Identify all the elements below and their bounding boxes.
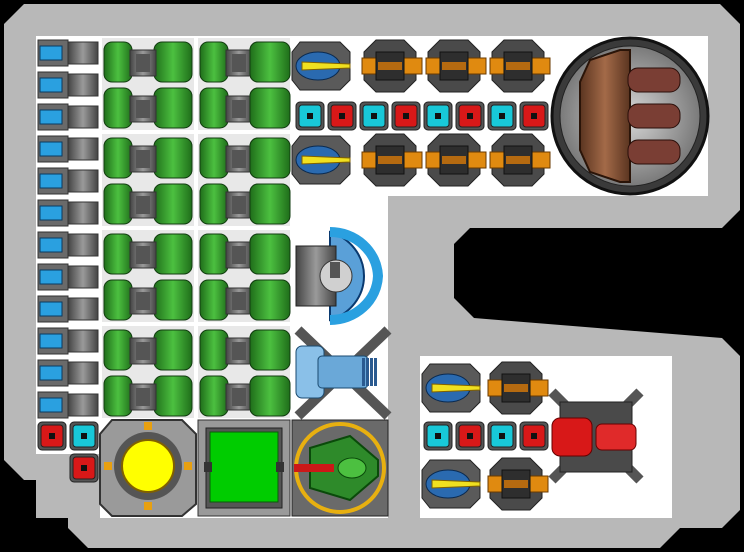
ammo-cell-icon[interactable] bbox=[487, 421, 517, 451]
ammo-cell-icon[interactable] bbox=[391, 101, 421, 131]
thruster-icon[interactable] bbox=[37, 231, 99, 259]
engine-icon[interactable] bbox=[249, 233, 291, 321]
ammo-cell-icon[interactable] bbox=[519, 421, 549, 451]
engine-icon[interactable] bbox=[102, 326, 194, 418]
ammo-cell-icon[interactable] bbox=[69, 453, 99, 483]
laser-turret-icon[interactable] bbox=[291, 135, 351, 185]
ammo-cell-icon[interactable] bbox=[519, 101, 549, 131]
ammo-cell-icon[interactable] bbox=[487, 101, 517, 131]
laser-turret-icon[interactable] bbox=[291, 41, 351, 91]
thruster-icon[interactable] bbox=[37, 391, 99, 419]
laser-turret-icon[interactable] bbox=[421, 459, 481, 509]
railgun-icon[interactable] bbox=[425, 39, 487, 93]
ammo-cell-icon[interactable] bbox=[423, 421, 453, 451]
engine-icon[interactable] bbox=[102, 134, 194, 226]
thruster-icon[interactable] bbox=[37, 327, 99, 355]
fighter-cockpit-icon[interactable] bbox=[291, 419, 389, 517]
engine-icon[interactable] bbox=[249, 137, 291, 225]
thruster-icon[interactable] bbox=[37, 199, 99, 227]
ammo-cell-icon[interactable] bbox=[423, 101, 453, 131]
ammo-cell-icon[interactable] bbox=[327, 101, 357, 131]
ammo-cell-icon[interactable] bbox=[37, 421, 67, 451]
railgun-icon[interactable] bbox=[361, 133, 423, 187]
thruster-icon[interactable] bbox=[37, 295, 99, 323]
ammo-cell-icon[interactable] bbox=[455, 421, 485, 451]
railgun-icon[interactable] bbox=[489, 133, 551, 187]
engine-icon[interactable] bbox=[102, 38, 194, 130]
thruster-icon[interactable] bbox=[37, 263, 99, 291]
thruster-icon[interactable] bbox=[37, 103, 99, 131]
ammo-cell-icon[interactable] bbox=[455, 101, 485, 131]
laser-turret-icon[interactable] bbox=[421, 363, 481, 413]
shield-dome-icon[interactable] bbox=[292, 226, 386, 326]
ammo-cell-icon[interactable] bbox=[359, 101, 389, 131]
railgun-icon[interactable] bbox=[489, 39, 551, 93]
thruster-icon[interactable] bbox=[37, 71, 99, 99]
thruster-icon[interactable] bbox=[37, 135, 99, 163]
shield-generator-icon[interactable] bbox=[197, 419, 291, 517]
engine-icon[interactable] bbox=[249, 41, 291, 129]
thruster-icon[interactable] bbox=[37, 359, 99, 387]
red-cannon-icon[interactable] bbox=[548, 388, 644, 484]
railgun-icon[interactable] bbox=[361, 39, 423, 93]
railgun-icon[interactable] bbox=[425, 133, 487, 187]
thruster-icon[interactable] bbox=[37, 167, 99, 195]
reactor-core-icon[interactable] bbox=[99, 419, 197, 517]
heavy-cannon-icon[interactable] bbox=[550, 36, 710, 196]
engine-icon[interactable] bbox=[249, 329, 291, 417]
thruster-icon[interactable] bbox=[37, 39, 99, 67]
engine-icon[interactable] bbox=[102, 230, 194, 322]
railgun-icon[interactable] bbox=[487, 361, 549, 415]
missile-pod-icon[interactable] bbox=[294, 326, 392, 420]
ammo-cell-icon[interactable] bbox=[69, 421, 99, 451]
railgun-icon[interactable] bbox=[487, 457, 549, 511]
ammo-cell-icon[interactable] bbox=[295, 101, 325, 131]
